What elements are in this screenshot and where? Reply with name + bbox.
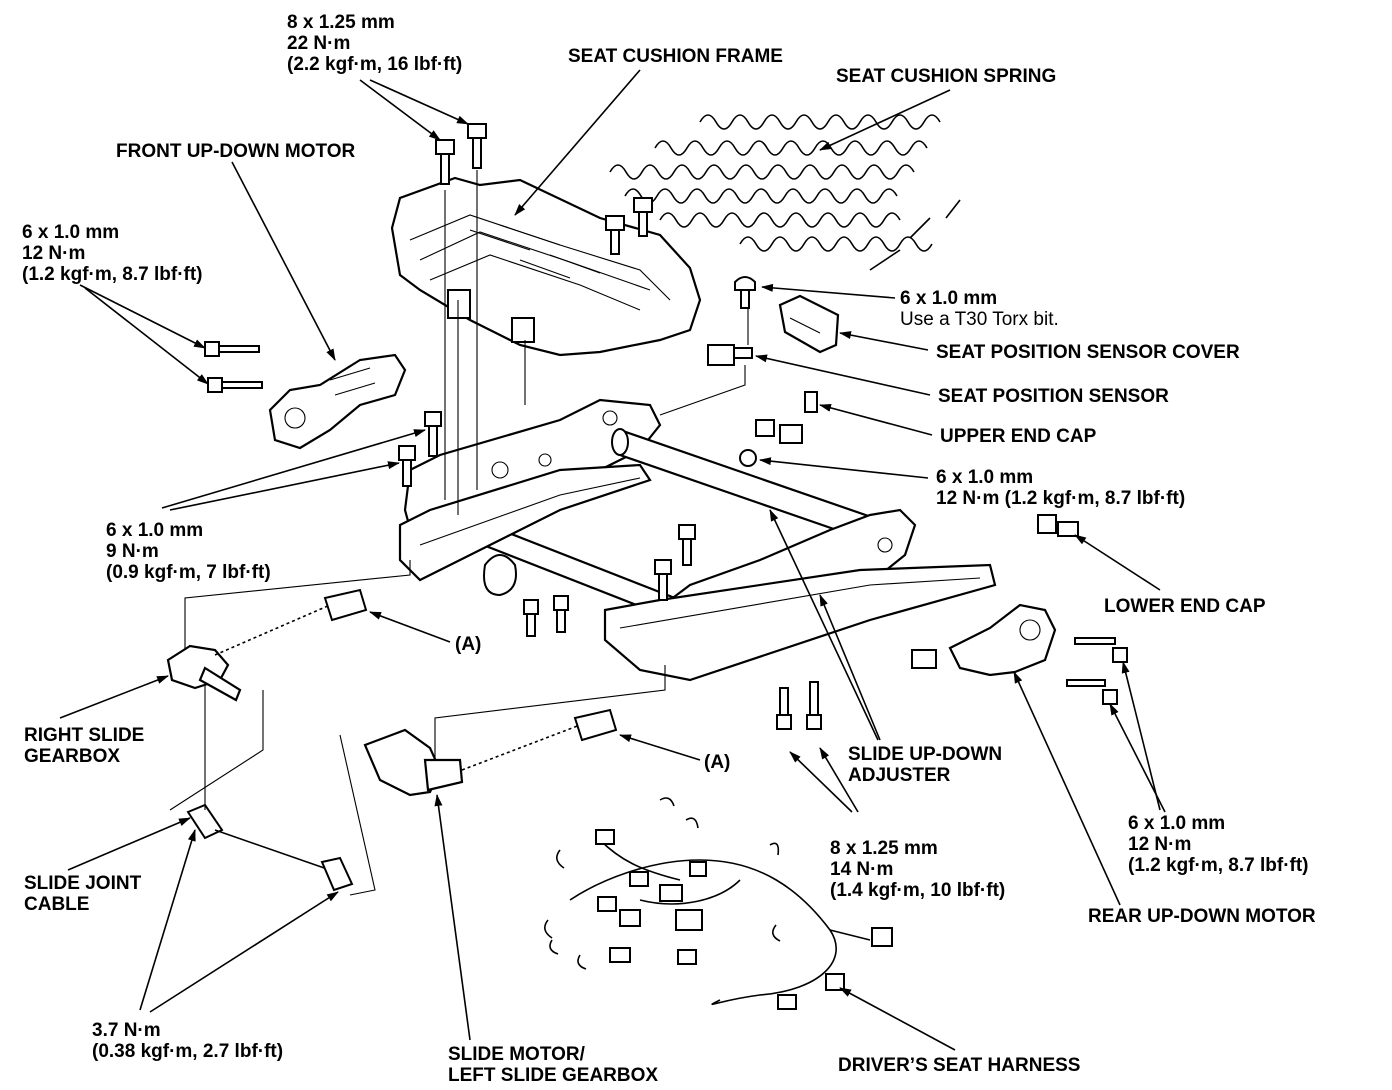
slide-motor-line2: LEFT SLIDE GEARBOX: [448, 1065, 659, 1086]
slide-joint-cable-line1: SLIDE JOINT: [24, 873, 142, 894]
slide-joint-cable-art: [186, 803, 354, 892]
lower-end-cap-label: LOWER END CAP: [1104, 596, 1266, 617]
right-slide-gearbox-line1: RIGHT SLIDE: [24, 725, 145, 746]
assembly-guide-lines: [169, 170, 749, 896]
frame-side-bolts-art: [398, 411, 822, 730]
slide-motor-line1: SLIDE MOTOR/: [448, 1044, 585, 1065]
bolt-bottom-spec: 8 x 1.25 mm 14 N·m (1.4 kgf·m, 10 lbf·ft…: [830, 838, 1005, 901]
bolt-top-torque: 22 N·m: [287, 33, 351, 54]
front-up-down-motor-art: [204, 341, 407, 450]
bolt-front-motor-torque: 12 N·m: [22, 243, 86, 264]
right-slide-gearbox-label: RIGHT SLIDE GEARBOX: [24, 725, 144, 767]
bolt-rear-motor-torque-alt: (1.2 kgf·m, 8.7 lbf·ft): [1128, 855, 1309, 876]
nut-mid-spec: 6 x 1.0 mm 12 N·m (1.2 kgf·m, 8.7 lbf·ft…: [936, 467, 1185, 509]
drivers-seat-harness-label: DRIVER’S SEAT HARNESS: [838, 1055, 1081, 1076]
bolt-top-spec: 8 x 1.25 mm 22 N·m (2.2 kgf·m, 16 lbf·ft…: [287, 12, 462, 75]
frame-bolts-art: [435, 123, 653, 255]
bolt-left-side-torque: 9 N·m: [106, 541, 159, 562]
seat-cushion-frame-label: SEAT CUSHION FRAME: [568, 46, 783, 67]
slide-up-down-adjuster-line1: SLIDE UP-DOWN: [848, 744, 1003, 765]
cable-torque-alt: (0.38 kgf·m, 2.7 lbf·ft): [92, 1041, 284, 1062]
sensor-screw-spec: 6 x 1.0 mm Use a T30 Torx bit.: [900, 288, 1059, 330]
right-slide-gearbox-art: [166, 588, 368, 702]
drivers-seat-harness-art: [544, 797, 893, 1010]
sensor-screw-note: Use a T30 Torx bit.: [900, 309, 1059, 330]
bolt-front-motor-spec: 6 x 1.0 mm 12 N·m (1.2 kgf·m, 8.7 lbf·ft…: [22, 222, 203, 285]
leader-lines: [59, 69, 1166, 1051]
bolt-top-torque-alt: (2.2 kgf·m, 16 lbf·ft): [287, 54, 463, 75]
bolt-left-side-spec: 6 x 1.0 mm 9 N·m (0.9 kgf·m, 7 lbf·ft): [106, 520, 271, 583]
cable-torque-value: 3.7 N·m: [92, 1020, 161, 1041]
rear-up-down-motor-label: REAR UP-DOWN MOTOR: [1088, 906, 1316, 927]
bolt-rear-motor-spec: 6 x 1.0 mm 12 N·m (1.2 kgf·m, 8.7 lbf·ft…: [1128, 813, 1309, 876]
bolt-front-motor-torque-alt: (1.2 kgf·m, 8.7 lbf·ft): [22, 264, 203, 285]
sensor-screw-size: 6 x 1.0 mm: [900, 288, 998, 309]
bolt-bottom-torque: 14 N·m: [830, 859, 894, 880]
slide-joint-cable-label: SLIDE JOINT CABLE: [24, 873, 141, 915]
bolt-rear-motor-torque: 12 N·m: [1128, 834, 1192, 855]
bolt-bottom-size: 8 x 1.25 mm: [830, 838, 938, 859]
bolt-left-side-torque-alt: (0.9 kgf·m, 7 lbf·ft): [106, 562, 271, 583]
bolt-bottom-torque-alt: (1.4 kgf·m, 10 lbf·ft): [830, 880, 1006, 901]
upper-end-cap-art: [739, 391, 818, 467]
seat-position-sensor-cover-label: SEAT POSITION SENSOR COVER: [936, 342, 1240, 363]
slide-up-down-adjuster-label: SLIDE UP-DOWN ADJUSTER: [848, 744, 1002, 786]
slide-up-down-adjuster-line2: ADJUSTER: [848, 765, 951, 786]
cable-torque-spec: 3.7 N·m (0.38 kgf·m, 2.7 lbf·ft): [92, 1020, 283, 1062]
seat-track-frame-art: [398, 398, 997, 682]
seat-position-sensor-label: SEAT POSITION SENSOR: [938, 386, 1169, 407]
right-slide-gearbox-line2: GEARBOX: [24, 746, 121, 767]
seat-cushion-spring-label: SEAT CUSHION SPRING: [836, 66, 1057, 87]
ref-a-lower-label: (A): [704, 752, 731, 773]
bolt-left-side-size: 6 x 1.0 mm: [106, 520, 204, 541]
bolt-front-motor-size: 6 x 1.0 mm: [22, 222, 120, 243]
rear-up-down-motor-art: [911, 603, 1128, 705]
nut-mid-size: 6 x 1.0 mm: [936, 467, 1034, 488]
upper-end-cap-label: UPPER END CAP: [940, 426, 1097, 447]
seat-position-sensor-art: [707, 276, 840, 366]
bolt-top-size: 8 x 1.25 mm: [287, 12, 395, 33]
slide-motor-gearbox-art: [363, 708, 618, 797]
slide-motor-label: SLIDE MOTOR/ LEFT SLIDE GEARBOX: [448, 1044, 658, 1086]
nut-mid-torque: 12 N·m (1.2 kgf·m, 8.7 lbf·ft): [936, 488, 1186, 509]
seat-cushion-frame-art: [390, 176, 702, 357]
ref-a-upper-label: (A): [455, 634, 482, 655]
lower-end-cap-art: [1037, 514, 1079, 537]
bolt-rear-motor-size: 6 x 1.0 mm: [1128, 813, 1226, 834]
seat-cushion-spring-art: [609, 114, 961, 271]
slide-joint-cable-line2: CABLE: [24, 894, 90, 915]
front-up-down-motor-label: FRONT UP-DOWN MOTOR: [116, 141, 356, 162]
